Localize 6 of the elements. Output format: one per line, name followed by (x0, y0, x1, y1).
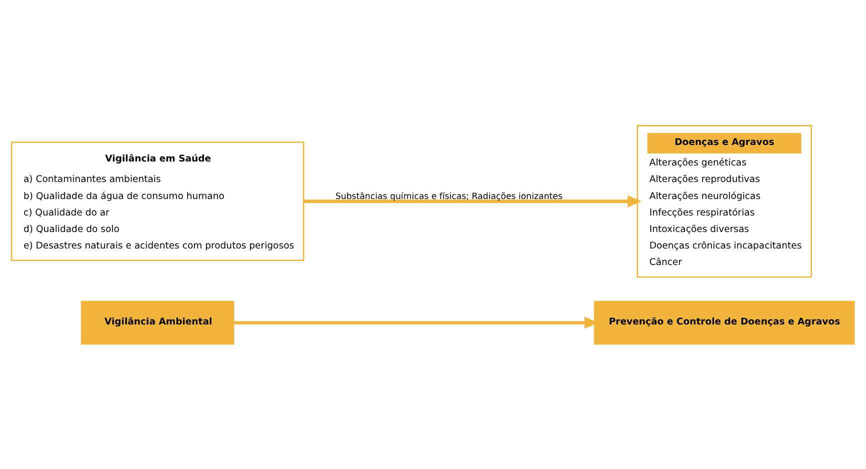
node-box: Prevenção e Controle de Doenças e Agravos (594, 300, 855, 344)
node-box: Vigilância Ambiental (80, 300, 234, 344)
node-box: Vigilância em Saúde a) Contaminantes ambientais b) Qualidade da água de consumo humano c) Qualidade do ar d) Qualidade do solo e) Desastres naturais e acidentes com produtos perigosos (10, 141, 304, 261)
node-box: Doenças e Agravos Alterações genéticas Alterações reprodutivas Alterações neurológicas Infecções respiratórias Intoxicações diversas Doenças crônicas incapacitantes Câncer (636, 124, 812, 278)
arrow (304, 194, 642, 207)
edge-label: Substâncias químicas e físicas; Radiações ionizantes (335, 191, 562, 202)
